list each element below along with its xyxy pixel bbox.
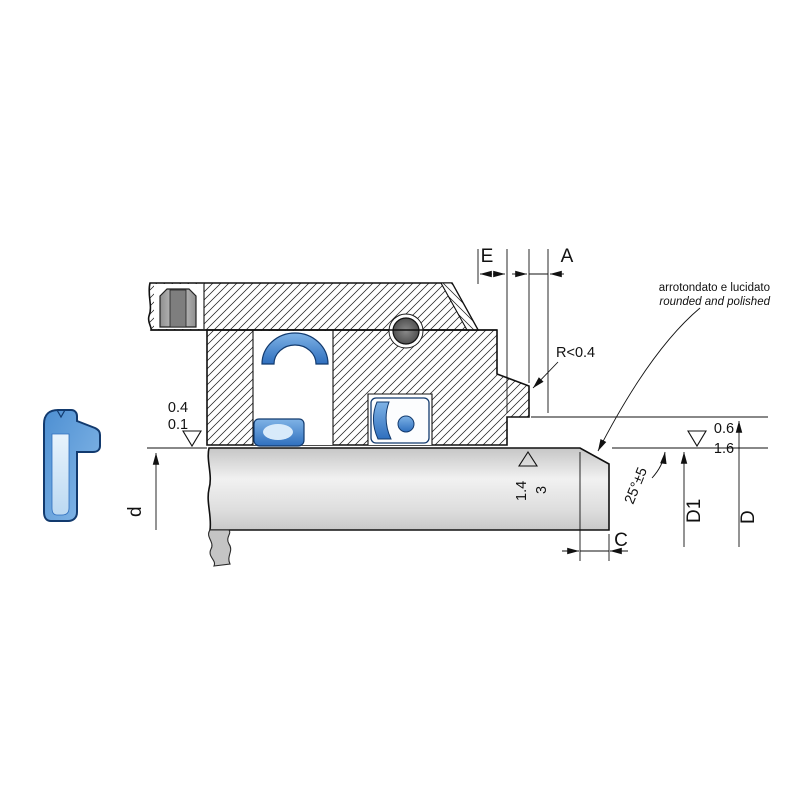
dimension-lines	[147, 249, 768, 561]
wiper-groove-walls	[367, 393, 433, 445]
rod-break-line	[208, 529, 232, 567]
rod-seal-groove-walls	[252, 331, 334, 445]
finish-value-rod-bottom: 3	[534, 486, 550, 494]
machining-symbol-right-icon	[687, 430, 707, 448]
finish-value-right-bottom: 1.6	[714, 441, 734, 457]
chamfer-angle-leader	[651, 451, 667, 479]
o-ring	[392, 317, 420, 345]
gland	[151, 313, 530, 447]
finish-value-left-bottom: 0.1	[168, 417, 188, 433]
finish-note-italian: arrotondato e lucidato	[659, 282, 770, 294]
finish-value-left-top: 0.4	[168, 400, 188, 416]
machining-symbol-left-icon	[182, 430, 202, 448]
housing-upper	[147, 282, 480, 331]
finish-value-right-top: 0.6	[714, 421, 734, 437]
rod-chamfer-edge	[579, 447, 610, 465]
seal-profile-notch	[56, 409, 66, 419]
finish-value-rod-top: 1.4	[514, 481, 530, 501]
radius-note: R<0.4	[556, 345, 595, 361]
seal-profile-detail	[43, 409, 101, 522]
radius-leader	[532, 361, 559, 389]
cap-screw-socket	[169, 289, 187, 328]
dim-label-d1: D1	[684, 499, 705, 523]
rod	[207, 447, 610, 567]
labels: E A R<0.4 arrotondato e lucidato rounded…	[125, 246, 771, 551]
rod-seal-highlight	[263, 424, 293, 440]
rod-seal-backring	[261, 332, 329, 365]
dim-label-e: E	[481, 246, 494, 267]
finish-note-leader	[597, 307, 701, 452]
machining-symbol-rod-icon	[517, 450, 539, 467]
dim-label-c: C	[614, 530, 628, 551]
dim-label-d: d	[125, 506, 146, 517]
finish-note-english: rounded and polished	[659, 296, 770, 308]
wiper-seal-lip	[372, 401, 392, 440]
wiper-seal-spring	[397, 415, 415, 433]
chamfer-angle-label: 25°±5	[622, 465, 651, 506]
surface-finish-symbols	[182, 430, 707, 467]
dim-label-dd: D	[738, 510, 759, 524]
dim-label-a: A	[561, 246, 574, 267]
seal-profile-cavity	[51, 433, 70, 516]
